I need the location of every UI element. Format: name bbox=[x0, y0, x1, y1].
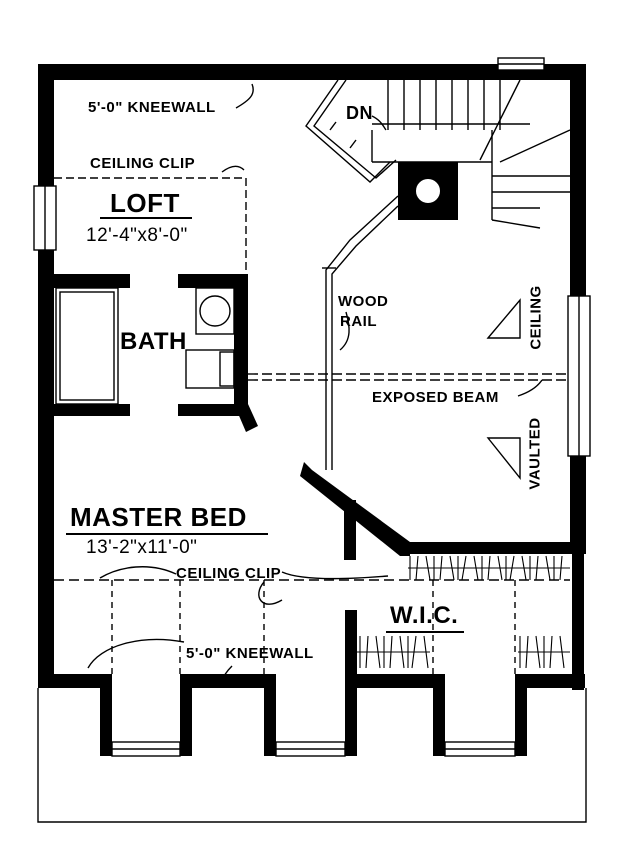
dormer-wall bbox=[515, 674, 527, 756]
toilet-bowl bbox=[199, 295, 231, 327]
bath-wall bbox=[38, 404, 130, 416]
loft-room-name: LOFT bbox=[110, 188, 180, 218]
dormer-wall bbox=[180, 674, 192, 756]
ceiling-label: CEILING bbox=[527, 285, 545, 350]
ceiling-clip-label-top: CEILING CLIP bbox=[90, 155, 196, 172]
toilet-tank bbox=[195, 287, 235, 335]
leader-arrow bbox=[281, 571, 389, 580]
vaulted-label: VAULTED bbox=[526, 417, 544, 490]
bath-wall bbox=[234, 274, 248, 416]
leader-arrow bbox=[339, 311, 350, 351]
wall-bottom-3 bbox=[345, 674, 445, 688]
wood-rail bbox=[331, 205, 399, 470]
wood-rail-label-2: RAIL bbox=[340, 313, 377, 330]
wood-rail bbox=[325, 195, 399, 470]
dormer-wall bbox=[345, 674, 357, 756]
kneewall-label-top: 5'-0" KNEEWALL bbox=[88, 99, 216, 116]
dormer-wall bbox=[264, 674, 276, 756]
wood-rail-label-1: WOOD bbox=[338, 293, 389, 310]
kneewall-label-bottom: 5'-0" KNEEWALL bbox=[186, 645, 314, 662]
vaulted-ceiling-symbol bbox=[486, 437, 521, 480]
master-bed-room-name: MASTER BED bbox=[70, 502, 247, 532]
closet-shelving bbox=[357, 555, 570, 669]
wall-bottom-2 bbox=[180, 674, 272, 688]
wall-bottom-4 bbox=[515, 674, 585, 688]
ceiling-clip-label-bottom: CEILING CLIP bbox=[176, 565, 282, 582]
wic-wall bbox=[345, 610, 357, 686]
wall-diagonal bbox=[300, 462, 410, 556]
leader-arrow bbox=[235, 83, 254, 109]
leader-arrow bbox=[258, 581, 283, 605]
wic-room-name: W.I.C. bbox=[390, 602, 459, 629]
master-bed-dimensions: 13'-2"x11'-0" bbox=[86, 537, 198, 558]
leader-arrow bbox=[87, 638, 185, 669]
bath-wall-diagonal bbox=[234, 404, 258, 432]
bathtub bbox=[55, 287, 119, 405]
exposed-beam-label: EXPOSED BEAM bbox=[372, 389, 499, 406]
wall-right-lower bbox=[572, 520, 584, 690]
dormer-wall bbox=[100, 674, 112, 756]
vanity bbox=[185, 349, 235, 389]
vaulted-ceiling-symbol bbox=[486, 298, 521, 339]
leader-arrow bbox=[221, 665, 233, 681]
bath-wall bbox=[178, 274, 248, 288]
chimney-flue bbox=[414, 177, 442, 205]
stair bbox=[305, 79, 571, 229]
dormer-wall bbox=[433, 674, 445, 756]
wall-wic bbox=[408, 542, 572, 554]
eave-line bbox=[37, 688, 587, 823]
leader-arrow bbox=[517, 379, 543, 397]
leader-arrow bbox=[99, 566, 177, 579]
loft-dimensions: 12'-4"x8'-0" bbox=[86, 225, 188, 246]
wall-left bbox=[38, 64, 54, 686]
leader-arrow bbox=[371, 115, 387, 131]
bath-room-name: BATH bbox=[120, 328, 187, 355]
leader-arrow bbox=[221, 165, 245, 173]
wall-top bbox=[38, 64, 578, 80]
stair-down-label: DN bbox=[346, 103, 373, 123]
bath-wall bbox=[178, 404, 234, 416]
wall-bottom-1 bbox=[38, 674, 108, 688]
bath-wall bbox=[38, 274, 130, 288]
